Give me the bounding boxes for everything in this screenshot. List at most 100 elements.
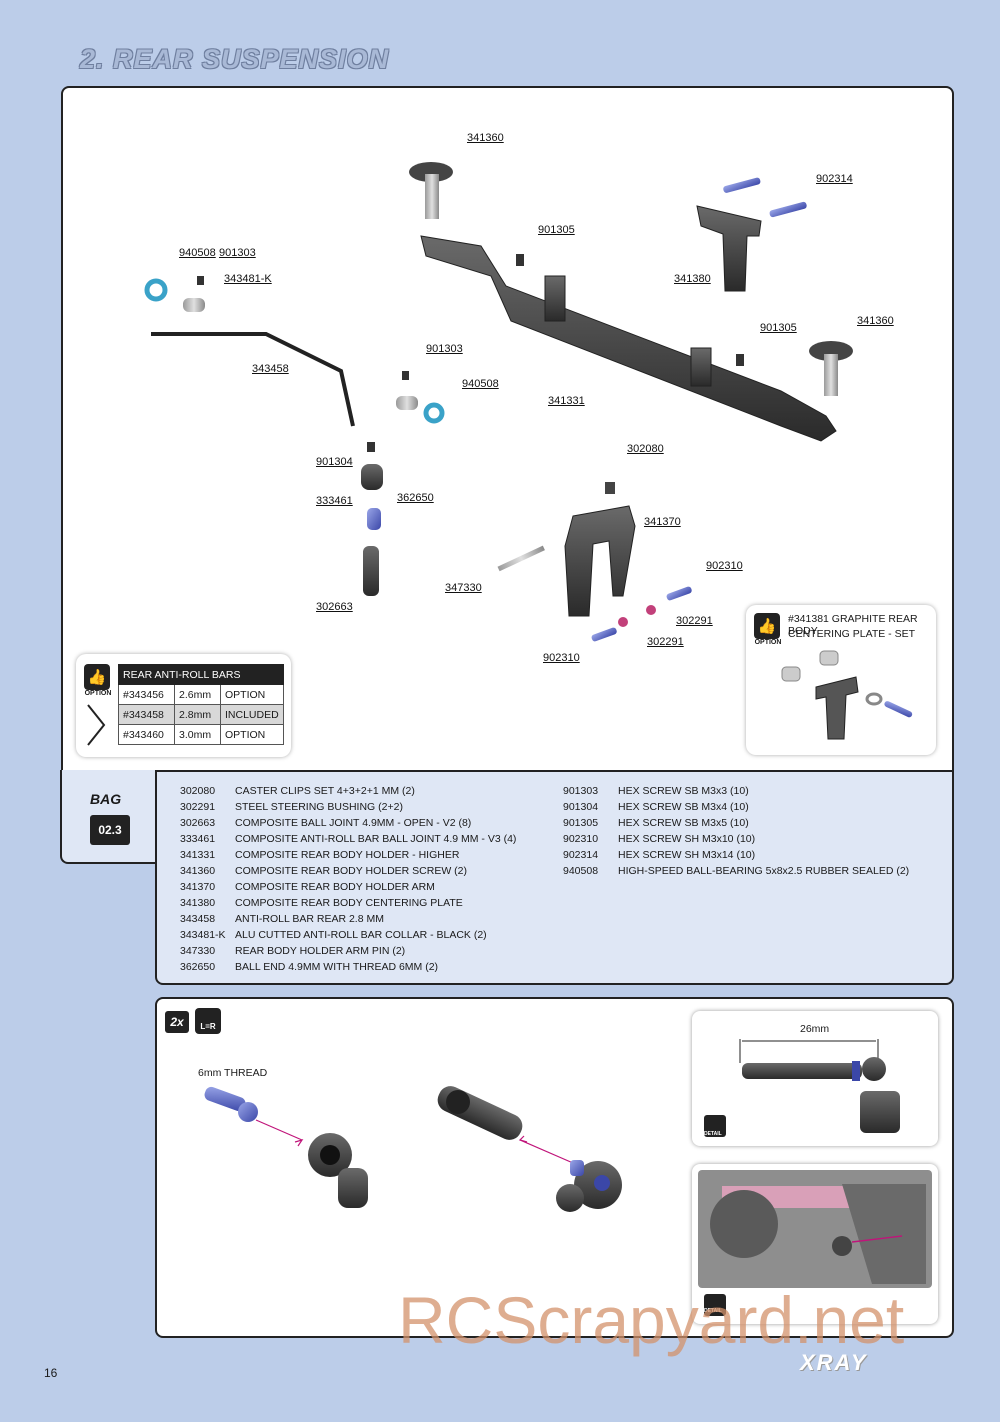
steering-bushing-part [618,617,628,627]
holder-arm-part [564,505,636,617]
bag-number: 02.3 [90,815,130,845]
part-label-341380: 341380 [674,273,711,285]
hex-screw-part [197,276,204,285]
graphite-plate-illustration [781,650,913,740]
body-holder-post [544,275,566,322]
body-holder-screw-part [409,162,453,182]
dimension-illustration [704,1039,900,1137]
rear-body-holder-part [420,235,837,442]
hex-screw-part [367,442,375,452]
table-header: REAR ANTI-ROLL BARS [118,664,284,685]
anti-roll-collar-part [396,396,418,410]
part-label-901303: 901303 [219,247,256,259]
part-label-347330: 347330 [445,582,482,594]
part-label-940508: 940508 [462,378,499,390]
page-title: 2. REAR SUSPENSION [80,44,390,74]
part-label-343458: 343458 [252,363,289,375]
quantity-badge: 2x [165,1011,189,1033]
watermark: RCScrapyard.net [398,1283,905,1357]
hex-screw-part [402,371,409,380]
part-label-901305: 901305 [760,322,797,334]
ball-bearing-part [423,402,445,424]
steering-bushing-part [646,605,656,615]
bag-label: BAG [90,791,122,807]
body-holder-post [690,347,712,387]
left-right-badge: L=R [195,1008,221,1034]
part-label-333461: 333461 [316,495,353,507]
part-label-940508: 940508 [179,247,216,259]
hex-screw-part [666,586,692,601]
part-label-902314: 902314 [816,173,853,185]
hex-screw-part [736,354,744,366]
part-label-343481-k: 343481-K [224,273,272,285]
ball-bearing-part [144,278,168,302]
part-label-901303: 901303 [426,343,463,355]
hex-screw-part [516,254,524,266]
graphite-plate-option: 👍 OPTION #341381 GRAPHITE REAR BODY CENT… [746,605,936,755]
part-label-901305: 901305 [538,224,575,236]
body-holder-screw-part [824,354,838,396]
brand-logo: XRAY [800,1350,868,1375]
option-label: OPTION [754,639,782,646]
parts-list-panel [155,770,954,985]
thread-label: 6mm THREAD [198,1067,268,1079]
anti-roll-ball-joint-part [361,464,383,490]
part-label-302080: 302080 [627,443,664,455]
part-label-901304: 901304 [316,456,353,468]
option-label: OPTION [84,690,112,697]
part-label-362650: 362650 [397,492,434,504]
hex-screw-part [591,627,617,642]
part-label-302291: 302291 [647,636,684,648]
thumbs-up-icon: 👍 [754,613,780,639]
arm-pin-part [497,545,545,572]
hex-screw-part [769,201,807,218]
dimension-label: 26mm [800,1023,830,1035]
caster-clip-part [605,482,615,494]
anti-roll-collar-part [183,298,205,312]
install-photo-illustration [698,1170,932,1316]
centering-plate-part [696,205,762,292]
thumbs-up-icon: 👍 [84,664,110,690]
part-label-341370: 341370 [644,516,681,528]
body-holder-screw-part [425,174,439,219]
anti-roll-bar-part [151,332,355,427]
part-label-341360: 341360 [857,315,894,327]
anti-roll-bar-icon [87,704,106,746]
body-holder-screw-part [809,341,853,361]
ball-end-assembly-illustration [204,1086,622,1212]
detail-label: DETAIL [704,1308,722,1314]
part-label-341360: 341360 [467,132,504,144]
part-label-341331: 341331 [548,395,585,407]
part-label-902310: 902310 [706,560,743,572]
hex-screw-part [723,177,761,193]
part-label-902310: 902310 [543,652,580,664]
option-title-2: CENTERING PLATE - SET [788,628,915,640]
part-label-302663: 302663 [316,601,353,613]
page-number: 16 [44,1366,58,1380]
ball-end-part [367,508,381,530]
